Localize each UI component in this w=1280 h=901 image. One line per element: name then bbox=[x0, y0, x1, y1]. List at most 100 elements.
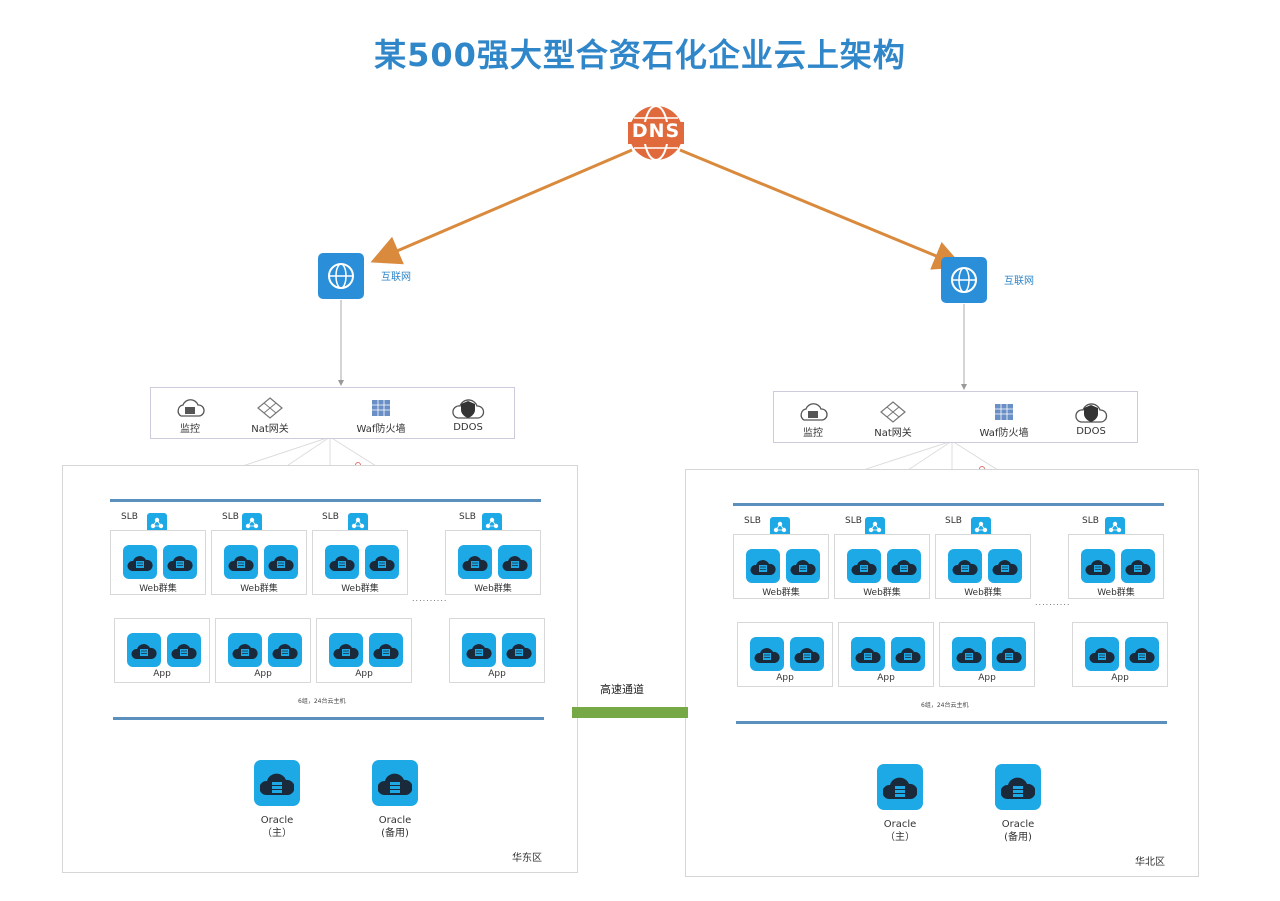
ddos-shield-icon bbox=[1075, 403, 1108, 423]
ddos-shield-icon bbox=[452, 399, 485, 419]
page-title: 某500强大型合资石化企业云上架构 bbox=[374, 36, 906, 74]
cloud-server-icon bbox=[329, 633, 363, 667]
oracle-db-icon bbox=[877, 764, 923, 810]
oracle-primary-role: （主） bbox=[262, 828, 292, 839]
cloud-server-icon bbox=[746, 549, 780, 583]
internet-icon bbox=[318, 253, 364, 299]
slb-icon bbox=[482, 513, 502, 533]
web-cluster-label: Web群集 bbox=[863, 588, 901, 598]
waf-firewall-item: Waf防火墙 bbox=[969, 400, 1039, 439]
cloud-server-icon bbox=[891, 637, 925, 671]
region-name: 华北区 bbox=[1135, 857, 1165, 868]
nat-gateway-icon bbox=[257, 397, 283, 419]
app-cluster: App bbox=[838, 622, 934, 687]
slb-icon bbox=[242, 513, 262, 533]
cloud-server-icon bbox=[458, 545, 492, 579]
oracle-db-icon bbox=[372, 760, 418, 806]
web-cluster: Web群集 bbox=[445, 530, 541, 595]
slb-icon bbox=[865, 517, 885, 537]
slb-bar bbox=[110, 499, 541, 502]
cloud-server-icon bbox=[365, 545, 399, 579]
cloud-server-icon bbox=[224, 545, 258, 579]
internet-label: 互联网 bbox=[1004, 276, 1034, 287]
security-services-box: 监控 Nat网关 Waf防火墙 DDOS bbox=[773, 391, 1138, 443]
slb-icon bbox=[348, 513, 368, 533]
db-bar bbox=[736, 721, 1167, 724]
app-cluster-label: App bbox=[978, 673, 996, 683]
web-cluster-label: Web群集 bbox=[139, 584, 177, 594]
oracle-backup-role: (备用) bbox=[381, 828, 409, 839]
oracle-db-icon bbox=[254, 760, 300, 806]
cloud-server-icon bbox=[952, 637, 986, 671]
oracle-primary-label: Oracle bbox=[883, 819, 917, 830]
oracle-backup-role: (备用) bbox=[1004, 832, 1032, 843]
dns-icon: DNS bbox=[624, 104, 688, 162]
web-cluster: Web群集 bbox=[1068, 534, 1164, 599]
app-cluster-label: App bbox=[877, 673, 895, 683]
nat-gateway-icon bbox=[880, 401, 906, 423]
cloud-server-icon bbox=[847, 549, 881, 583]
slb-label: SLB bbox=[459, 512, 476, 522]
region-name: 华东区 bbox=[512, 853, 542, 864]
slb-label: SLB bbox=[945, 516, 962, 526]
cloud-server-icon bbox=[948, 549, 982, 583]
app-cluster-label: App bbox=[776, 673, 794, 683]
cloud-server-icon bbox=[1125, 637, 1159, 671]
ddos-item: DDOS bbox=[1061, 400, 1121, 437]
oracle-primary-label: Oracle bbox=[260, 815, 294, 826]
app-cluster-label: App bbox=[153, 669, 171, 679]
internet-icon bbox=[941, 257, 987, 303]
cloud-server-icon bbox=[786, 549, 820, 583]
channel-label: 高速通道 bbox=[600, 683, 644, 696]
cloud-server-icon bbox=[462, 633, 496, 667]
cloud-server-icon bbox=[369, 633, 403, 667]
web-cluster-label: Web群集 bbox=[1097, 588, 1135, 598]
app-cluster: App bbox=[316, 618, 412, 683]
cloud-server-icon bbox=[498, 545, 532, 579]
cloud-server-icon bbox=[1085, 637, 1119, 671]
app-cluster: App bbox=[215, 618, 311, 683]
slb-icon bbox=[770, 517, 790, 537]
slb-icon bbox=[1105, 517, 1125, 537]
oracle-backup-label: Oracle bbox=[1001, 819, 1035, 830]
web-cluster: Web群集 bbox=[110, 530, 206, 595]
web-cluster-label: Web群集 bbox=[762, 588, 800, 598]
slb-label: SLB bbox=[222, 512, 239, 522]
high-speed-channel bbox=[572, 707, 688, 718]
app-cluster-label: App bbox=[488, 669, 506, 679]
web-cluster-label: Web群集 bbox=[474, 584, 512, 594]
monitor-item: 监控 bbox=[160, 396, 220, 435]
slb-label: SLB bbox=[845, 516, 862, 526]
web-cluster-label: Web群集 bbox=[964, 588, 1002, 598]
web-cluster-label: Web群集 bbox=[341, 584, 379, 594]
cloud-server-icon bbox=[123, 545, 157, 579]
slb-label: SLB bbox=[744, 516, 761, 526]
cloud-server-icon bbox=[1081, 549, 1115, 583]
hosts-note: 6组，24台云主机 bbox=[298, 698, 346, 705]
slb-bar bbox=[733, 503, 1164, 506]
cloud-server-icon bbox=[1121, 549, 1155, 583]
app-cluster: App bbox=[939, 622, 1035, 687]
cloud-server-icon bbox=[264, 545, 298, 579]
slb-label: SLB bbox=[322, 512, 339, 522]
security-services-box: 监控 Nat网关 Waf防火墙 DDOS bbox=[150, 387, 515, 439]
app-cluster: App bbox=[449, 618, 545, 683]
waf-firewall-icon bbox=[372, 400, 390, 416]
web-cluster: Web群集 bbox=[211, 530, 307, 595]
cloud-server-icon bbox=[790, 637, 824, 671]
hosts-note: 6组，24台云主机 bbox=[921, 702, 969, 709]
web-cluster: Web群集 bbox=[312, 530, 408, 595]
web-cluster-label: Web群集 bbox=[240, 584, 278, 594]
oracle-primary-role: （主） bbox=[885, 832, 915, 843]
app-cluster-label: App bbox=[254, 669, 272, 679]
waf-firewall-icon bbox=[995, 404, 1013, 420]
monitor-icon bbox=[800, 403, 828, 421]
dns-label: DNS bbox=[631, 120, 681, 142]
nat-gateway-item: Nat网关 bbox=[240, 396, 300, 435]
cloud-server-icon bbox=[325, 545, 359, 579]
cloud-server-icon bbox=[887, 549, 921, 583]
cloud-server-icon bbox=[750, 637, 784, 671]
monitor-item: 监控 bbox=[783, 400, 843, 439]
slb-label: SLB bbox=[121, 512, 138, 522]
cloud-server-icon bbox=[268, 633, 302, 667]
